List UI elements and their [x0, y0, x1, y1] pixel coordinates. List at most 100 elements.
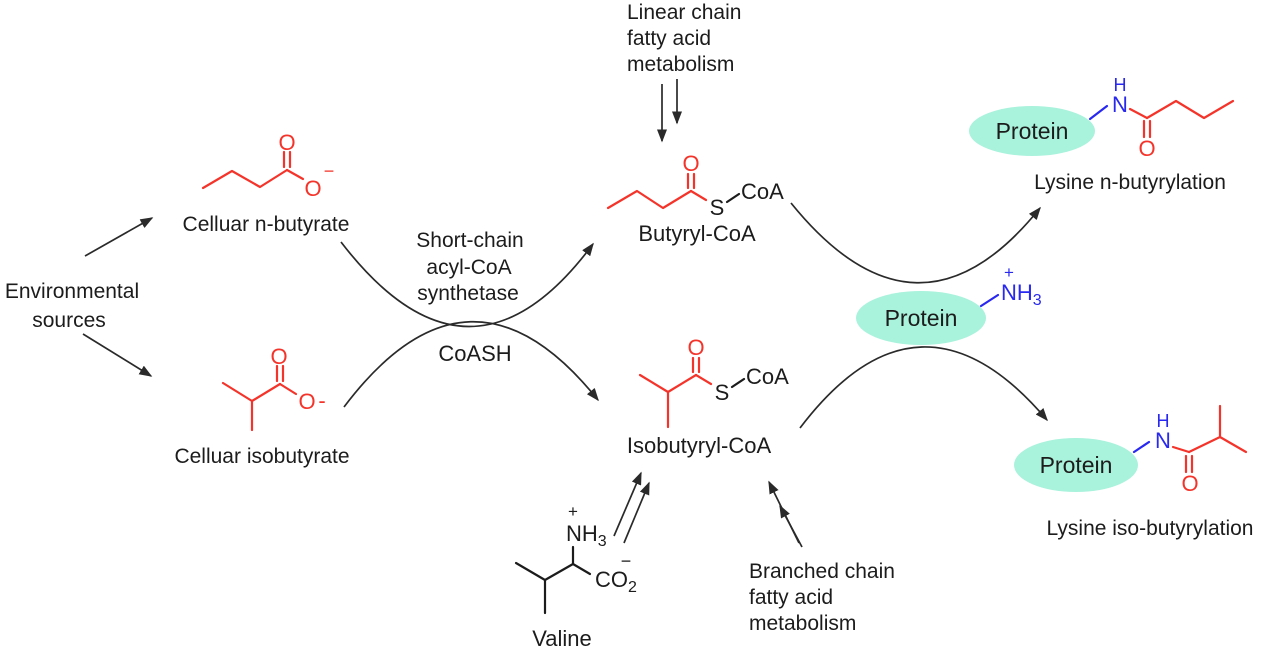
arrow-butyryl-coa-to-lysine-n [790, 202, 1041, 284]
arrow-n-butyrate-to-butyryl-coa [340, 241, 594, 328]
butyryl-s-label: S [710, 195, 725, 220]
n-butyrate-chain [201, 168, 289, 190]
protein-nh3-bond [979, 293, 1000, 308]
arrow-branched-to-isobutyryl-2 [779, 504, 803, 548]
environmental-sources-line1: Environmental [5, 280, 139, 303]
lysine-n-h-label: H [1114, 75, 1127, 95]
n-butyrate-o-carboxylate: O [304, 176, 321, 201]
isobutyrate-chain [221, 381, 282, 403]
node-cellular-isobutyrate: O O - Celluar isobutyrate [174, 344, 349, 468]
valine-nh3: NH3 [566, 521, 607, 550]
node-protein-substrate: Protein + NH3 [856, 263, 1042, 345]
lysine-n-n-label: N [1112, 92, 1128, 117]
n-butyrate-co-bond [285, 168, 305, 181]
lysine-n-double-bond [1142, 119, 1152, 139]
node-environmental-sources: Environmental sources [5, 280, 139, 332]
arrow-isobutyryl-coa-to-lysine-iso [799, 346, 1048, 429]
node-enzyme: Short-chain acyl-CoA synthetase CoASH [416, 229, 523, 366]
lysine-n-butyrylation-label: Lysine n-butyrylation [1034, 171, 1226, 194]
lysine-iso-h-label: H [1157, 411, 1170, 431]
protein-nh3-plus: + [1004, 263, 1014, 282]
branched-metabolism-line2: fatty acid [749, 586, 833, 609]
lysine-iso-nc-bond [1171, 445, 1191, 454]
isobutyryl-s-coa-bond [730, 377, 746, 389]
n-butyrate-o-carbonyl: O [278, 130, 295, 155]
node-butyryl-coa: O S CoA Butyryl-CoA [606, 151, 784, 246]
arrow-isobutyrate-to-isobutyryl-coa [343, 320, 599, 408]
isobutyrate-o-carboxylate: O [298, 389, 315, 414]
cellular-n-butyrate-label: Celluar n-butyrate [183, 213, 350, 236]
enzyme-line2: acyl-CoA [426, 256, 511, 279]
protein-nh3-label: NH3 [1001, 280, 1042, 309]
protein-nh: NH [1001, 280, 1033, 305]
protein-nh3-sub: 3 [1033, 292, 1042, 309]
protein-ellipse-substrate [856, 291, 986, 345]
arrow-env-to-n-butyrate [84, 217, 154, 257]
butyryl-s-coa-bond [725, 192, 741, 204]
valine-co2-sub: 2 [628, 579, 637, 596]
protein-ellipse-iso-butyrylated [1014, 438, 1138, 492]
isobutyryl-o-label: O [687, 335, 704, 360]
lysine-n-protein-n-bond [1088, 104, 1109, 121]
valine-chain [514, 561, 575, 582]
valine-plus: + [568, 502, 578, 521]
butyryl-chain [606, 189, 693, 210]
node-lysine-n-butyrylation: Protein H N O Lysine n-butyrylation [969, 75, 1235, 194]
node-isobutyryl-coa: O S CoA Isobutyryl-CoA [627, 335, 789, 458]
isobutyrate-charge: - [318, 388, 325, 413]
coash-label: CoASH [438, 341, 511, 366]
node-cellular-n-butyrate: O O − Celluar n-butyrate [183, 130, 350, 236]
n-butyrate-double-bond [282, 150, 292, 169]
butyryl-cs-bond [689, 189, 708, 202]
linear-metabolism-line1: Linear chain [627, 1, 741, 24]
n-butyrate-charge: − [324, 161, 335, 181]
butyryl-coa-group-label: CoA [741, 179, 784, 204]
valine-co2: CO2 [595, 567, 637, 596]
valine-minus: − [621, 551, 632, 571]
isobutyrate-o-carbonyl: O [270, 344, 287, 369]
lysine-iso-acyl-chain [1187, 435, 1248, 454]
valine-label: Valine [532, 626, 592, 648]
valine-nh: NH [566, 521, 598, 546]
protein-substrate-label: Protein [885, 305, 958, 331]
cellular-isobutyrate-label: Celluar isobutyrate [174, 445, 349, 468]
isobutyryl-chain [638, 373, 698, 394]
node-valine: + NH3 − CO2 Valine [514, 502, 637, 648]
lysine-iso-butyrylation-label: Lysine iso-butyrylation [1047, 517, 1254, 540]
enzyme-line1: Short-chain [416, 229, 523, 252]
linear-metabolism-line3: metabolism [627, 53, 734, 76]
valine-nh3-sub: 3 [598, 533, 607, 550]
arrows [82, 79, 1048, 548]
butyryl-coa-label: Butyryl-CoA [638, 221, 756, 246]
lysine-iso-protein-n-bond [1132, 440, 1151, 454]
arrow-env-to-isobutyrate [82, 333, 153, 377]
isobutyrate-co-bond [278, 382, 298, 396]
isobutyryl-coa-label: Isobutyryl-CoA [627, 433, 772, 458]
isobutyryl-s-label: S [715, 380, 730, 405]
protein-n-butyrylated-label: Protein [996, 118, 1069, 144]
lysine-n-o-label: O [1138, 136, 1155, 161]
butyryl-double-bond [686, 172, 696, 190]
isobutyryl-coa-group-label: CoA [746, 364, 789, 389]
enzyme-line3: synthetase [417, 282, 519, 305]
isobutyryl-cs-bond [694, 373, 713, 386]
lysine-iso-o-label: O [1181, 471, 1198, 496]
arrow-valine-to-isobutyryl-1 [613, 471, 642, 537]
lysine-iso-double-bond [1184, 454, 1194, 474]
node-linear-metabolism: Linear chain fatty acid metabolism [627, 1, 741, 76]
isobutyryl-double-bond [691, 356, 701, 374]
environmental-sources-line2: sources [32, 309, 106, 332]
node-branched-metabolism: Branched chain fatty acid metabolism [749, 560, 895, 635]
arrow-valine-to-isobutyryl-2 [623, 481, 650, 544]
valine-co: CO [595, 567, 628, 592]
lysine-iso-n-label: N [1155, 428, 1171, 453]
linear-metabolism-line2: fatty acid [627, 27, 711, 50]
valine-ccoo-bond [571, 562, 592, 576]
node-lysine-iso-butyrylation: Protein H N O Lysine iso-butyrylation [1014, 404, 1254, 540]
lysine-n-nc-bond [1128, 107, 1149, 120]
butyryl-o-label: O [682, 151, 699, 176]
branched-metabolism-line3: metabolism [749, 612, 856, 635]
branched-metabolism-line1: Branched chain [749, 560, 895, 583]
